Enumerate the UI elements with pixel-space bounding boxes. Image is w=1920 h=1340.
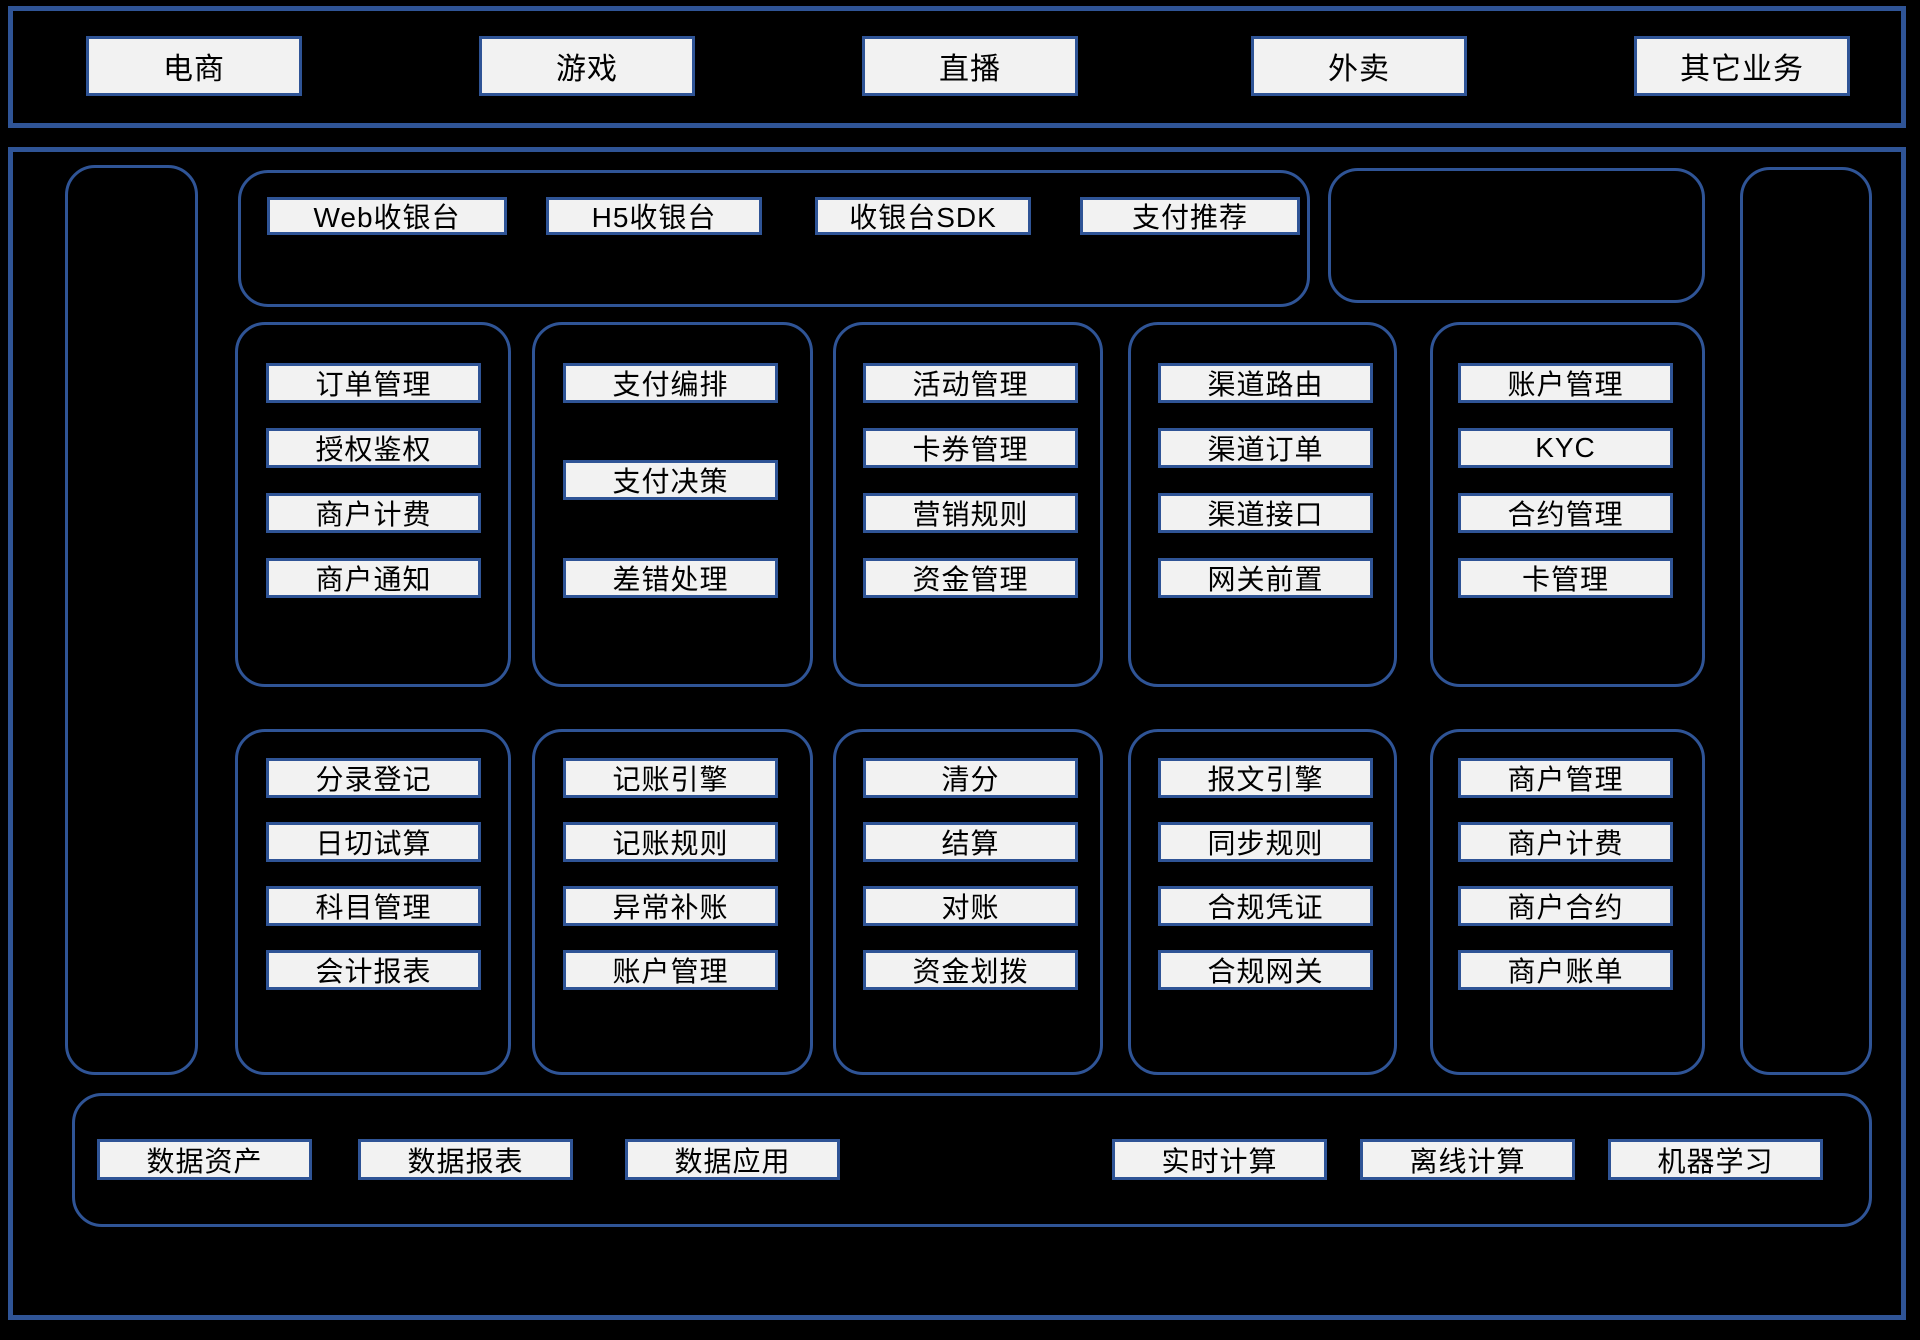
data-item: 数据报表 [358, 1139, 573, 1180]
capability-item: 商户通知 [266, 558, 481, 598]
capability-item: 清分 [863, 758, 1078, 798]
capability-item: 合规凭证 [1158, 886, 1373, 926]
data-item: 数据应用 [625, 1139, 840, 1180]
capability-item: 商户计费 [266, 493, 481, 533]
capability-item: 合约管理 [1458, 493, 1673, 533]
right-side-column [1740, 167, 1872, 1075]
payment-core-group-box [235, 322, 511, 687]
payment-core-group-box [833, 322, 1103, 687]
capability-item: 会计报表 [266, 950, 481, 990]
capability-item: 支付决策 [563, 460, 778, 500]
accounting-group-box [532, 729, 813, 1075]
payment-core-group-box [532, 322, 813, 687]
capability-item: 网关前置 [1158, 558, 1373, 598]
capability-item: 商户合约 [1458, 886, 1673, 926]
cashier-item: 收银台SDK [815, 197, 1031, 235]
data-layer-box [72, 1093, 1872, 1227]
capability-item: 合规网关 [1158, 950, 1373, 990]
cashier-item: 支付推荐 [1080, 197, 1300, 235]
platform-frame [8, 147, 1906, 1320]
business-item: 直播 [862, 36, 1078, 96]
accounting-group-box [235, 729, 511, 1075]
capability-item: 同步规则 [1158, 822, 1373, 862]
data-item: 实时计算 [1112, 1139, 1327, 1180]
capability-item: 记账引擎 [563, 758, 778, 798]
accounting-group-box [833, 729, 1103, 1075]
data-item: 数据资产 [97, 1139, 312, 1180]
cashier-item: Web收银台 [267, 197, 507, 235]
accounting-group-box [1430, 729, 1705, 1075]
capability-item: 报文引擎 [1158, 758, 1373, 798]
left-side-column [65, 165, 198, 1075]
business-layer-frame [8, 6, 1906, 128]
capability-item: 资金管理 [863, 558, 1078, 598]
capability-item: 渠道订单 [1158, 428, 1373, 468]
capability-item: 账户管理 [563, 950, 778, 990]
capability-item: 科目管理 [266, 886, 481, 926]
capability-item: 订单管理 [266, 363, 481, 403]
capability-item: 商户管理 [1458, 758, 1673, 798]
capability-item: 活动管理 [863, 363, 1078, 403]
capability-item: 渠道路由 [1158, 363, 1373, 403]
business-item: 电商 [86, 36, 302, 96]
capability-item: 渠道接口 [1158, 493, 1373, 533]
cashier-empty-box [1328, 168, 1705, 303]
capability-item: KYC [1458, 428, 1673, 468]
capability-item: 资金划拨 [863, 950, 1078, 990]
capability-item: 卡管理 [1458, 558, 1673, 598]
payment-core-group-box [1430, 322, 1705, 687]
capability-item: 营销规则 [863, 493, 1078, 533]
capability-item: 结算 [863, 822, 1078, 862]
capability-item: 账户管理 [1458, 363, 1673, 403]
data-item: 离线计算 [1360, 1139, 1575, 1180]
capability-item: 日切试算 [266, 822, 481, 862]
payment-core-group-box [1128, 322, 1397, 687]
capability-item: 商户账单 [1458, 950, 1673, 990]
capability-item: 商户计费 [1458, 822, 1673, 862]
cashier-group-box [238, 170, 1310, 307]
accounting-group-box [1128, 729, 1397, 1075]
capability-item: 支付编排 [563, 363, 778, 403]
capability-item: 卡券管理 [863, 428, 1078, 468]
business-item: 其它业务 [1634, 36, 1850, 96]
data-item: 机器学习 [1608, 1139, 1823, 1180]
business-item: 游戏 [479, 36, 695, 96]
capability-item: 异常补账 [563, 886, 778, 926]
capability-item: 授权鉴权 [266, 428, 481, 468]
capability-item: 分录登记 [266, 758, 481, 798]
cashier-item: H5收银台 [546, 197, 762, 235]
business-item: 外卖 [1251, 36, 1467, 96]
capability-item: 差错处理 [563, 558, 778, 598]
capability-item: 记账规则 [563, 822, 778, 862]
capability-item: 对账 [863, 886, 1078, 926]
